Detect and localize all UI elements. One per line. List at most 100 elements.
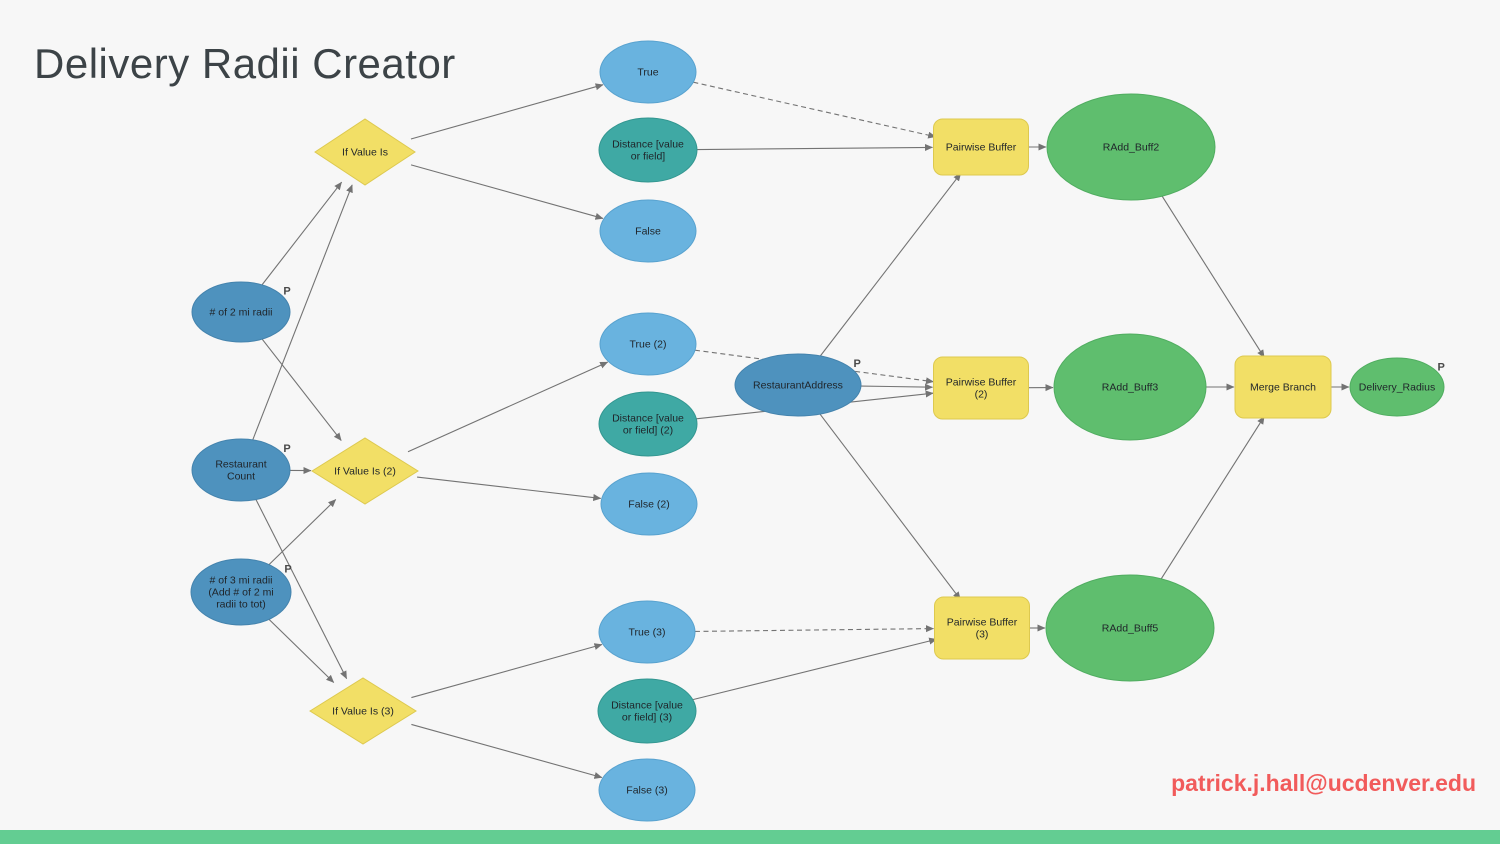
merge-label: Merge Branch bbox=[1250, 382, 1316, 394]
rb3-shape bbox=[1053, 333, 1207, 441]
radii2-label: # of 2 mi radii bbox=[209, 307, 272, 319]
node-rb2[interactable]: RAdd_Buff2 bbox=[1046, 93, 1216, 201]
delrad-parameter-flag: P bbox=[1438, 361, 1445, 373]
node-true1[interactable]: True bbox=[599, 40, 697, 104]
node-false3[interactable]: False (3) bbox=[598, 758, 696, 822]
rb3-label: RAdd_Buff3 bbox=[1102, 382, 1159, 394]
edge-rb2-merge bbox=[1161, 195, 1265, 358]
edge-restaddr-pb2 bbox=[860, 383, 934, 391]
false1-shape bbox=[599, 199, 697, 263]
edge-if2-false2 bbox=[417, 476, 602, 502]
pb3-shape bbox=[934, 596, 1030, 660]
true3-shape bbox=[598, 600, 696, 664]
false1-label: False bbox=[635, 226, 661, 238]
edge-true3-pb3 bbox=[694, 625, 935, 633]
dist1-shape bbox=[598, 117, 698, 183]
edge-true1-pb1 bbox=[693, 81, 937, 139]
node-restaddr[interactable]: RestaurantAddress P bbox=[734, 353, 862, 417]
delrad-shape bbox=[1349, 357, 1445, 417]
false2-shape bbox=[600, 472, 698, 536]
edge-dist3-pb3 bbox=[692, 637, 938, 701]
pb2-label: Pairwise Buffer(2) bbox=[946, 377, 1017, 401]
true2-label: True (2) bbox=[630, 339, 667, 351]
pb1-label: Pairwise Buffer bbox=[946, 142, 1017, 154]
pb2-shape bbox=[933, 356, 1029, 420]
true3-label: True (3) bbox=[629, 627, 666, 639]
footer-accent-bar bbox=[0, 830, 1500, 844]
node-false1[interactable]: False bbox=[599, 199, 697, 263]
edge-rb5-merge bbox=[1160, 416, 1265, 580]
edge-radii2-if1 bbox=[261, 181, 343, 286]
node-pb2[interactable]: Pairwise Buffer(2) bbox=[933, 356, 1029, 420]
edge-radii3-if3 bbox=[268, 618, 335, 683]
edge-radii3-if2 bbox=[268, 499, 337, 566]
if2-shape bbox=[311, 437, 419, 505]
true2-shape bbox=[599, 312, 697, 376]
if2-label: If Value Is (2) bbox=[334, 466, 396, 478]
edge-dist1-pb1 bbox=[696, 144, 934, 152]
rb5-shape bbox=[1045, 574, 1215, 682]
pb1-shape bbox=[933, 118, 1029, 176]
false2-label: False (2) bbox=[628, 499, 669, 511]
edge-restcount-if3 bbox=[255, 499, 348, 680]
if3-shape bbox=[309, 677, 417, 745]
node-true3[interactable]: True (3) bbox=[598, 600, 696, 664]
restaddr-label: RestaurantAddress bbox=[753, 380, 843, 392]
node-if2[interactable]: If Value Is (2) bbox=[311, 437, 419, 505]
slide-title: Delivery Radii Creator bbox=[34, 40, 456, 87]
restaddr-parameter-flag: P bbox=[854, 358, 861, 370]
false3-shape bbox=[598, 758, 696, 822]
node-true2[interactable]: True (2) bbox=[599, 312, 697, 376]
node-if1[interactable]: If Value Is bbox=[314, 118, 416, 186]
edge-if3-true3 bbox=[411, 643, 603, 699]
merge-shape bbox=[1234, 355, 1332, 419]
restaddr-shape bbox=[734, 353, 862, 417]
edge-radii2-if2 bbox=[261, 338, 342, 441]
node-merge[interactable]: Merge Branch bbox=[1234, 355, 1332, 419]
rb5-label: RAdd_Buff5 bbox=[1102, 623, 1159, 635]
node-rb5[interactable]: RAdd_Buff5 bbox=[1045, 574, 1215, 682]
pb3-label: Pairwise Buffer(3) bbox=[947, 617, 1018, 641]
email-footer: patrick.j.hall@ucdenver.edu bbox=[1171, 770, 1476, 796]
if1-shape bbox=[314, 118, 416, 186]
edge-if1-false1 bbox=[410, 164, 604, 220]
node-rb3[interactable]: RAdd_Buff3 bbox=[1053, 333, 1207, 441]
node-if3[interactable]: If Value Is (3) bbox=[309, 677, 417, 745]
if3-label: If Value Is (3) bbox=[332, 706, 394, 718]
false3-label: False (3) bbox=[626, 785, 667, 797]
edge-if1-true1 bbox=[410, 83, 604, 140]
rb2-label: RAdd_Buff2 bbox=[1103, 142, 1160, 154]
true1-shape bbox=[599, 40, 697, 104]
edges-layer bbox=[252, 81, 1350, 779]
dist2-shape bbox=[598, 391, 698, 457]
if1-label: If Value Is bbox=[342, 147, 388, 159]
edge-if2-true2 bbox=[407, 361, 609, 453]
radii3-parameter-flag: P bbox=[284, 564, 291, 576]
radii2-parameter-flag: P bbox=[283, 286, 290, 298]
node-radii2[interactable]: # of 2 mi radii P bbox=[191, 281, 291, 343]
radii3-shape bbox=[190, 558, 292, 626]
edge-if3-false3 bbox=[411, 723, 603, 779]
edge-restaddr-pb3 bbox=[819, 413, 961, 600]
node-false2[interactable]: False (2) bbox=[600, 472, 698, 536]
restcount-parameter-flag: P bbox=[283, 443, 290, 455]
node-pb1[interactable]: Pairwise Buffer bbox=[933, 118, 1029, 176]
true1-label: True bbox=[637, 67, 658, 79]
node-pb3[interactable]: Pairwise Buffer(3) bbox=[934, 596, 1030, 660]
rb2-shape bbox=[1046, 93, 1216, 201]
edge-restcount-if1 bbox=[252, 184, 353, 441]
delrad-label: Delivery_Radius bbox=[1359, 382, 1435, 394]
dist3-shape bbox=[597, 678, 697, 744]
